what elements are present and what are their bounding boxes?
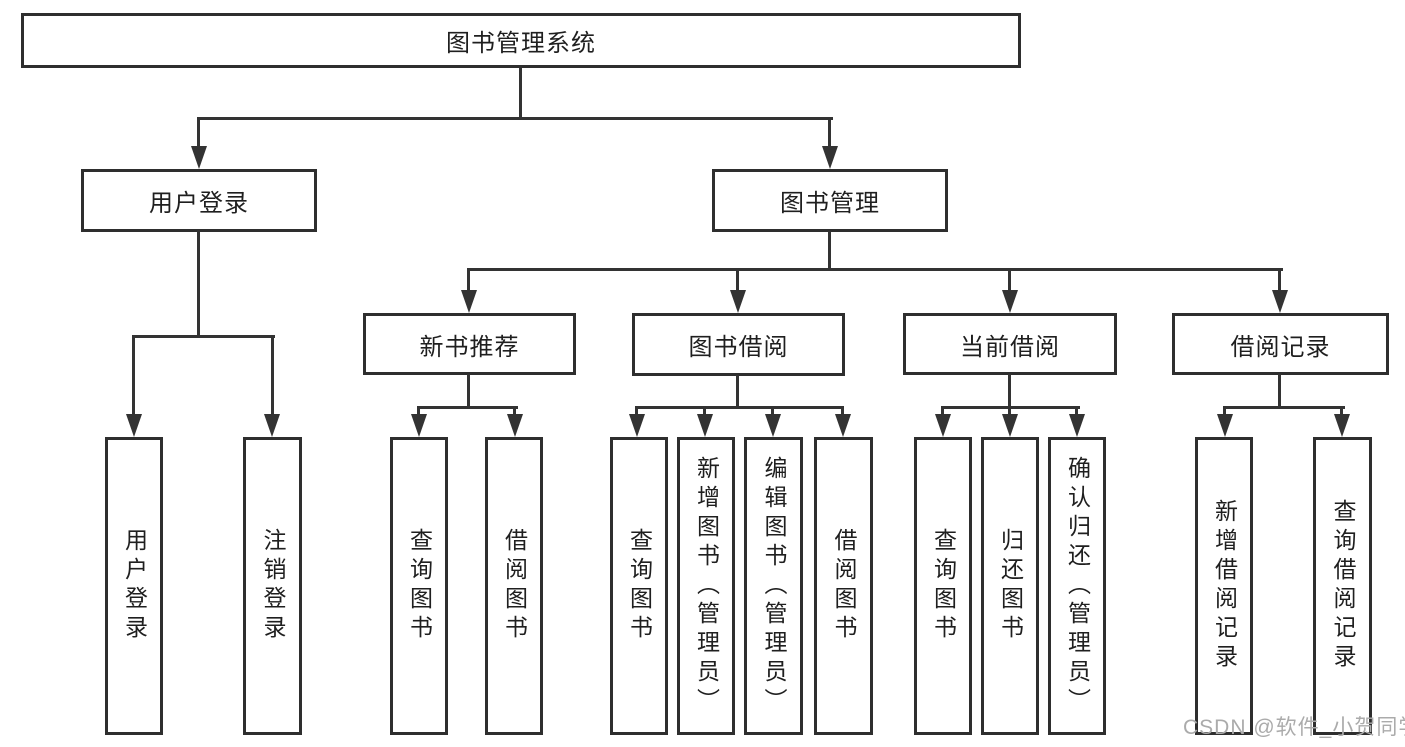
leaf-label: 编辑图书（管理员） (761, 455, 787, 717)
node-leaf-add-book: 新增图书（管理员） (677, 437, 735, 735)
node-new-book-rec-label: 新书推荐 (419, 333, 520, 361)
arrowhead-icon (730, 290, 746, 313)
edge-line (635, 406, 638, 417)
arrowhead-icon (411, 414, 427, 437)
arrowhead-icon (1002, 414, 1018, 437)
leaf-label: 归还图书 (997, 528, 1024, 644)
node-leaf-query-book-3: 查询图书 (914, 437, 972, 735)
leaf-label: 借阅图书 (831, 528, 857, 644)
edge-line (197, 117, 200, 150)
node-root-label: 图书管理系统 (446, 30, 596, 57)
arrowhead-icon (822, 146, 838, 169)
leaf-label: 查询图书 (626, 528, 653, 644)
edge-line (828, 117, 831, 150)
edge-line (635, 406, 844, 409)
edge-line (513, 406, 516, 417)
node-current-borrow: 当前借阅 (903, 313, 1117, 375)
leaf-label: 借阅图书 (501, 528, 528, 644)
leaf-label: 新增图书（管理员） (693, 455, 720, 717)
edge-line (417, 406, 518, 409)
node-leaf-edit-book: 编辑图书（管理员） (744, 437, 803, 735)
edge-line (941, 406, 944, 417)
arrowhead-icon (1272, 290, 1288, 313)
node-user-login: 用户登录 (81, 169, 317, 232)
arrowhead-icon (629, 414, 645, 437)
edge-line (828, 231, 831, 271)
node-leaf-confirm-return: 确认归还（管理员） (1048, 437, 1106, 735)
node-book-mgmt: 图书管理 (712, 169, 948, 232)
edge-line (467, 374, 470, 409)
node-book-borrow: 图书借阅 (632, 313, 845, 376)
edge-line (1223, 406, 1226, 417)
leaf-label: 用户登录 (121, 528, 148, 644)
edge-line (1008, 374, 1011, 409)
node-leaf-add-record: 新增借阅记录 (1195, 437, 1253, 735)
edge-line (771, 406, 774, 417)
arrowhead-icon (264, 414, 280, 437)
edge-line (132, 335, 275, 338)
edge-line (1008, 406, 1011, 417)
node-leaf-query-book-1: 查询图书 (390, 437, 448, 735)
arrowhead-icon (765, 414, 781, 437)
node-user-login-label: 用户登录 (149, 190, 249, 217)
edge-line (271, 335, 274, 416)
arrowhead-icon (461, 290, 477, 313)
edge-line (1278, 268, 1281, 292)
edge-line (736, 268, 739, 292)
edge-line (467, 268, 470, 292)
edge-line (841, 406, 844, 417)
node-book-borrow-label: 图书借阅 (688, 334, 789, 361)
node-book-mgmt-label: 图书管理 (780, 190, 880, 217)
node-new-book-rec: 新书推荐 (363, 313, 576, 375)
node-borrow-records: 借阅记录 (1172, 313, 1389, 375)
node-root: 图书管理系统 (21, 13, 1021, 68)
arrowhead-icon (835, 414, 851, 437)
node-leaf-borrow-book-2: 借阅图书 (814, 437, 873, 735)
edge-line (703, 406, 706, 417)
arrowhead-icon (191, 146, 207, 169)
edge-line (519, 68, 522, 120)
arrowhead-icon (1069, 414, 1085, 437)
arrowhead-icon (507, 414, 523, 437)
arrowhead-icon (1334, 414, 1350, 437)
edge-line (1340, 406, 1343, 417)
node-leaf-query-record: 查询借阅记录 (1313, 437, 1372, 735)
edge-line (197, 117, 833, 120)
edge-line (197, 230, 200, 338)
edge-line (467, 268, 1283, 271)
node-borrow-records-label: 借阅记录 (1230, 333, 1331, 361)
leaf-label: 查询图书 (930, 528, 957, 644)
leaf-label: 新增借阅记录 (1211, 499, 1238, 673)
leaf-label: 注销登录 (260, 528, 286, 644)
edge-line (736, 375, 739, 409)
edge-line (132, 335, 135, 416)
leaf-label: 确认归还（管理员） (1064, 455, 1091, 717)
arrowhead-icon (126, 414, 142, 437)
leaf-label: 查询图书 (406, 528, 433, 644)
edge-line (417, 406, 420, 417)
leaf-label: 查询借阅记录 (1330, 499, 1356, 673)
arrowhead-icon (1002, 290, 1018, 313)
edge-line (1278, 374, 1281, 409)
edge-line (1075, 406, 1078, 417)
node-leaf-return-book: 归还图书 (981, 437, 1039, 735)
node-current-borrow-label: 当前借阅 (960, 333, 1060, 361)
node-leaf-borrow-book-1: 借阅图书 (485, 437, 543, 735)
arrowhead-icon (935, 414, 951, 437)
node-leaf-query-book-2: 查询图书 (610, 437, 668, 735)
arrowhead-icon (697, 414, 713, 437)
arrowhead-icon (1217, 414, 1233, 437)
node-leaf-logout: 注销登录 (243, 437, 302, 735)
watermark: CSDN @软件_小贺同学 (1183, 716, 1405, 739)
edge-line (1223, 406, 1345, 409)
node-leaf-user-login: 用户登录 (105, 437, 163, 735)
edge-line (1008, 268, 1011, 292)
